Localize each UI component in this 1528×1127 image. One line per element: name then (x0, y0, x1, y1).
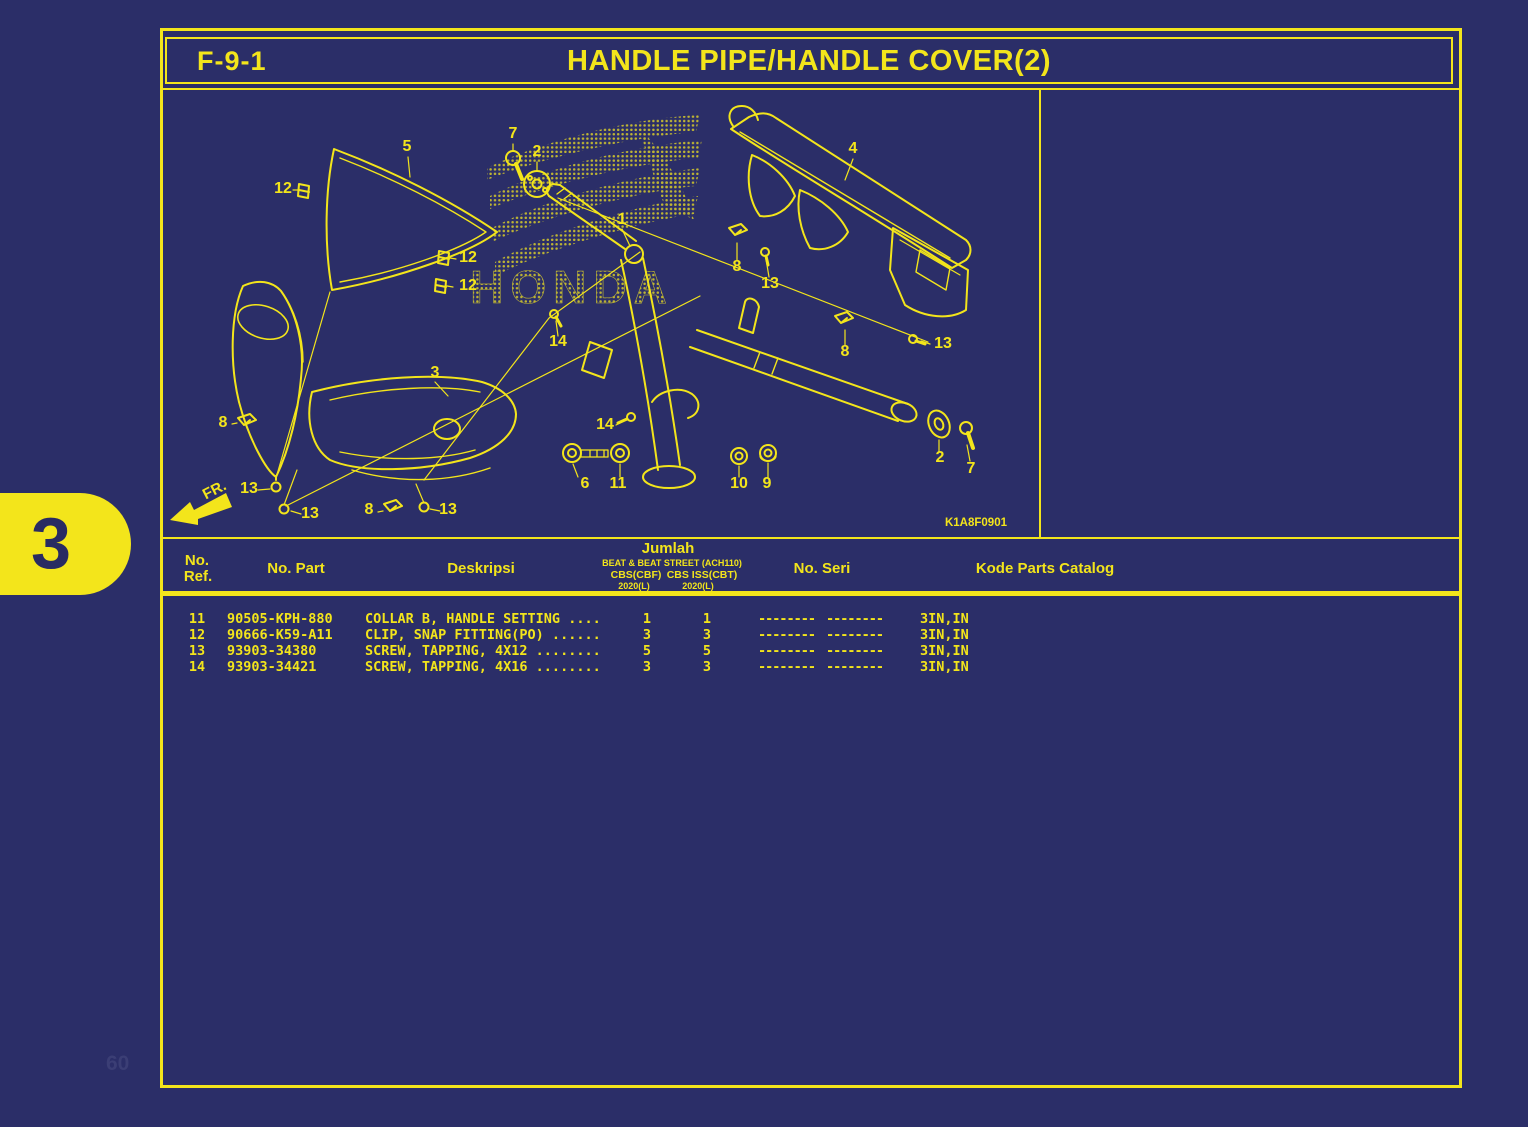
callout-8: 8 (841, 343, 850, 360)
row-ref: 13 (188, 643, 206, 659)
callout-7: 7 (967, 460, 976, 477)
callout-13: 13 (439, 501, 457, 518)
row-ref: 12 (188, 627, 206, 643)
col-jumlah-models: BEAT & BEAT STREET (ACH110) (602, 558, 742, 568)
col-jumlah: Jumlah (641, 540, 695, 557)
row-part-number: 90505-KPH-880 (227, 611, 333, 627)
col-no-seri: No. Seri (793, 560, 851, 577)
col-jumlah-year2: 2020(L) (682, 581, 714, 591)
page-border (160, 28, 1462, 1088)
section-tab-3[interactable]: 3 (0, 493, 131, 595)
row-kode: 3IN,IN (920, 627, 969, 643)
row-seri-dashes: ---------------- (758, 611, 884, 627)
callout-8: 8 (365, 501, 374, 518)
row-description: SCREW, TAPPING, 4X12 ........ (365, 643, 601, 659)
fr-direction-arrow: FR. (170, 477, 232, 525)
col-no-part: No. Part (267, 560, 325, 577)
page-header: F-9-1 HANDLE PIPE/HANDLE COVER(2) (165, 37, 1453, 84)
row-qty-cbs: 3 (642, 659, 652, 675)
row-qty-cbs-iss: 3 (702, 659, 712, 675)
exploded-parts-diagram: HONDA (170, 105, 1008, 529)
col-jumlah-sub2: CBS ISS(CBT) (666, 569, 738, 581)
callout-7: 7 (509, 125, 518, 142)
row-qty-cbs-iss: 5 (702, 643, 712, 659)
callout-13: 13 (301, 505, 319, 522)
col-jumlah-sub1: CBS(CBF) (610, 569, 662, 581)
col-no-ref-line2: Ref. (183, 568, 213, 585)
table-row-14[interactable]: 14 93903-34421 SCREW, TAPPING, 4X16 ......… (160, 659, 1462, 675)
callout-9: 9 (763, 475, 772, 492)
callout-10: 10 (730, 475, 748, 492)
row-kode: 3IN,IN (920, 643, 969, 659)
diagram-right-divider (1039, 88, 1041, 538)
honda-watermark-text: HONDA (470, 261, 674, 313)
callout-13: 13 (761, 275, 779, 292)
table-row-12[interactable]: 12 90666-K59-A11 CLIP, SNAP FITTING(PO) ..… (160, 627, 1462, 643)
row-kode: 3IN,IN (920, 659, 969, 675)
row-part-number: 93903-34380 (227, 643, 317, 659)
callout-12: 12 (274, 180, 292, 197)
row-part-number: 93903-34421 (227, 659, 317, 675)
callout-12: 12 (459, 249, 477, 266)
honda-wing-watermark: HONDA (470, 115, 702, 313)
row-qty-cbs: 1 (642, 611, 652, 627)
corner-note: 60 (106, 1052, 130, 1075)
callout-2: 2 (533, 143, 542, 160)
part-visor-5 (325, 148, 498, 291)
part-handle-cover-3 (308, 375, 517, 481)
row-ref: 14 (188, 659, 206, 675)
page-title: HANDLE PIPE/HANDLE COVER(2) (567, 45, 1051, 77)
construction-lines (275, 197, 929, 507)
part-handle-pipe-1 (545, 183, 918, 489)
row-description: SCREW, TAPPING, 4X16 ........ (365, 659, 601, 675)
row-description: COLLAR B, HANDLE SETTING .... (365, 611, 601, 627)
part-front-cover (231, 280, 304, 478)
col-kode-parts-catalog: Kode Parts Catalog (975, 560, 1115, 577)
leader-lines (231, 143, 971, 515)
callout-3: 3 (431, 364, 440, 381)
col-deskripsi: Deskripsi (447, 560, 515, 577)
row-description: CLIP, SNAP FITTING(PO) ...... (365, 627, 601, 643)
callout-2: 2 (936, 449, 945, 466)
callout-4: 4 (849, 140, 858, 157)
row-seri-dashes: ---------------- (758, 659, 884, 675)
col-jumlah-year1: 2020(L) (618, 581, 650, 591)
part-rear-cover-4 (728, 105, 972, 318)
callout-13: 13 (240, 480, 258, 497)
table-header-top-border (160, 537, 1462, 539)
callout-8: 8 (219, 414, 228, 431)
table-row-13[interactable]: 13 93903-34380 SCREW, TAPPING, 4X12 ......… (160, 643, 1462, 659)
callout-6: 6 (581, 475, 590, 492)
row-part-number: 90666-K59-A11 (227, 627, 333, 643)
row-qty-cbs-iss: 3 (702, 627, 712, 643)
diagram-ref-code: K1A8F0901 (945, 517, 1008, 529)
table-header-bottom-border (160, 591, 1462, 596)
parts-table-header: No. Ref. No. Part Deskripsi Jumlah BEAT … (160, 537, 1462, 593)
row-qty-cbs-iss: 1 (702, 611, 712, 627)
callout-11: 11 (610, 475, 627, 492)
row-qty-cbs: 5 (642, 643, 652, 659)
callout-12: 12 (459, 277, 477, 294)
row-kode: 3IN,IN (920, 611, 969, 627)
row-ref: 11 (188, 611, 206, 627)
callout-13: 13 (934, 335, 952, 352)
section-tab-label: 3 (30, 504, 71, 584)
callout-14: 14 (549, 333, 567, 350)
row-qty-cbs: 3 (642, 627, 652, 643)
diagram-top-border (160, 88, 1462, 90)
row-seri-dashes: ---------------- (758, 627, 884, 643)
row-seri-dashes: ---------------- (758, 643, 884, 659)
callout-1: 1 (618, 211, 627, 228)
callout-8: 8 (733, 258, 742, 275)
col-no-ref-line1: No. (184, 552, 210, 569)
callout-5: 5 (403, 138, 412, 155)
page-code: F-9-1 (197, 46, 267, 76)
callout-14: 14 (596, 416, 614, 433)
